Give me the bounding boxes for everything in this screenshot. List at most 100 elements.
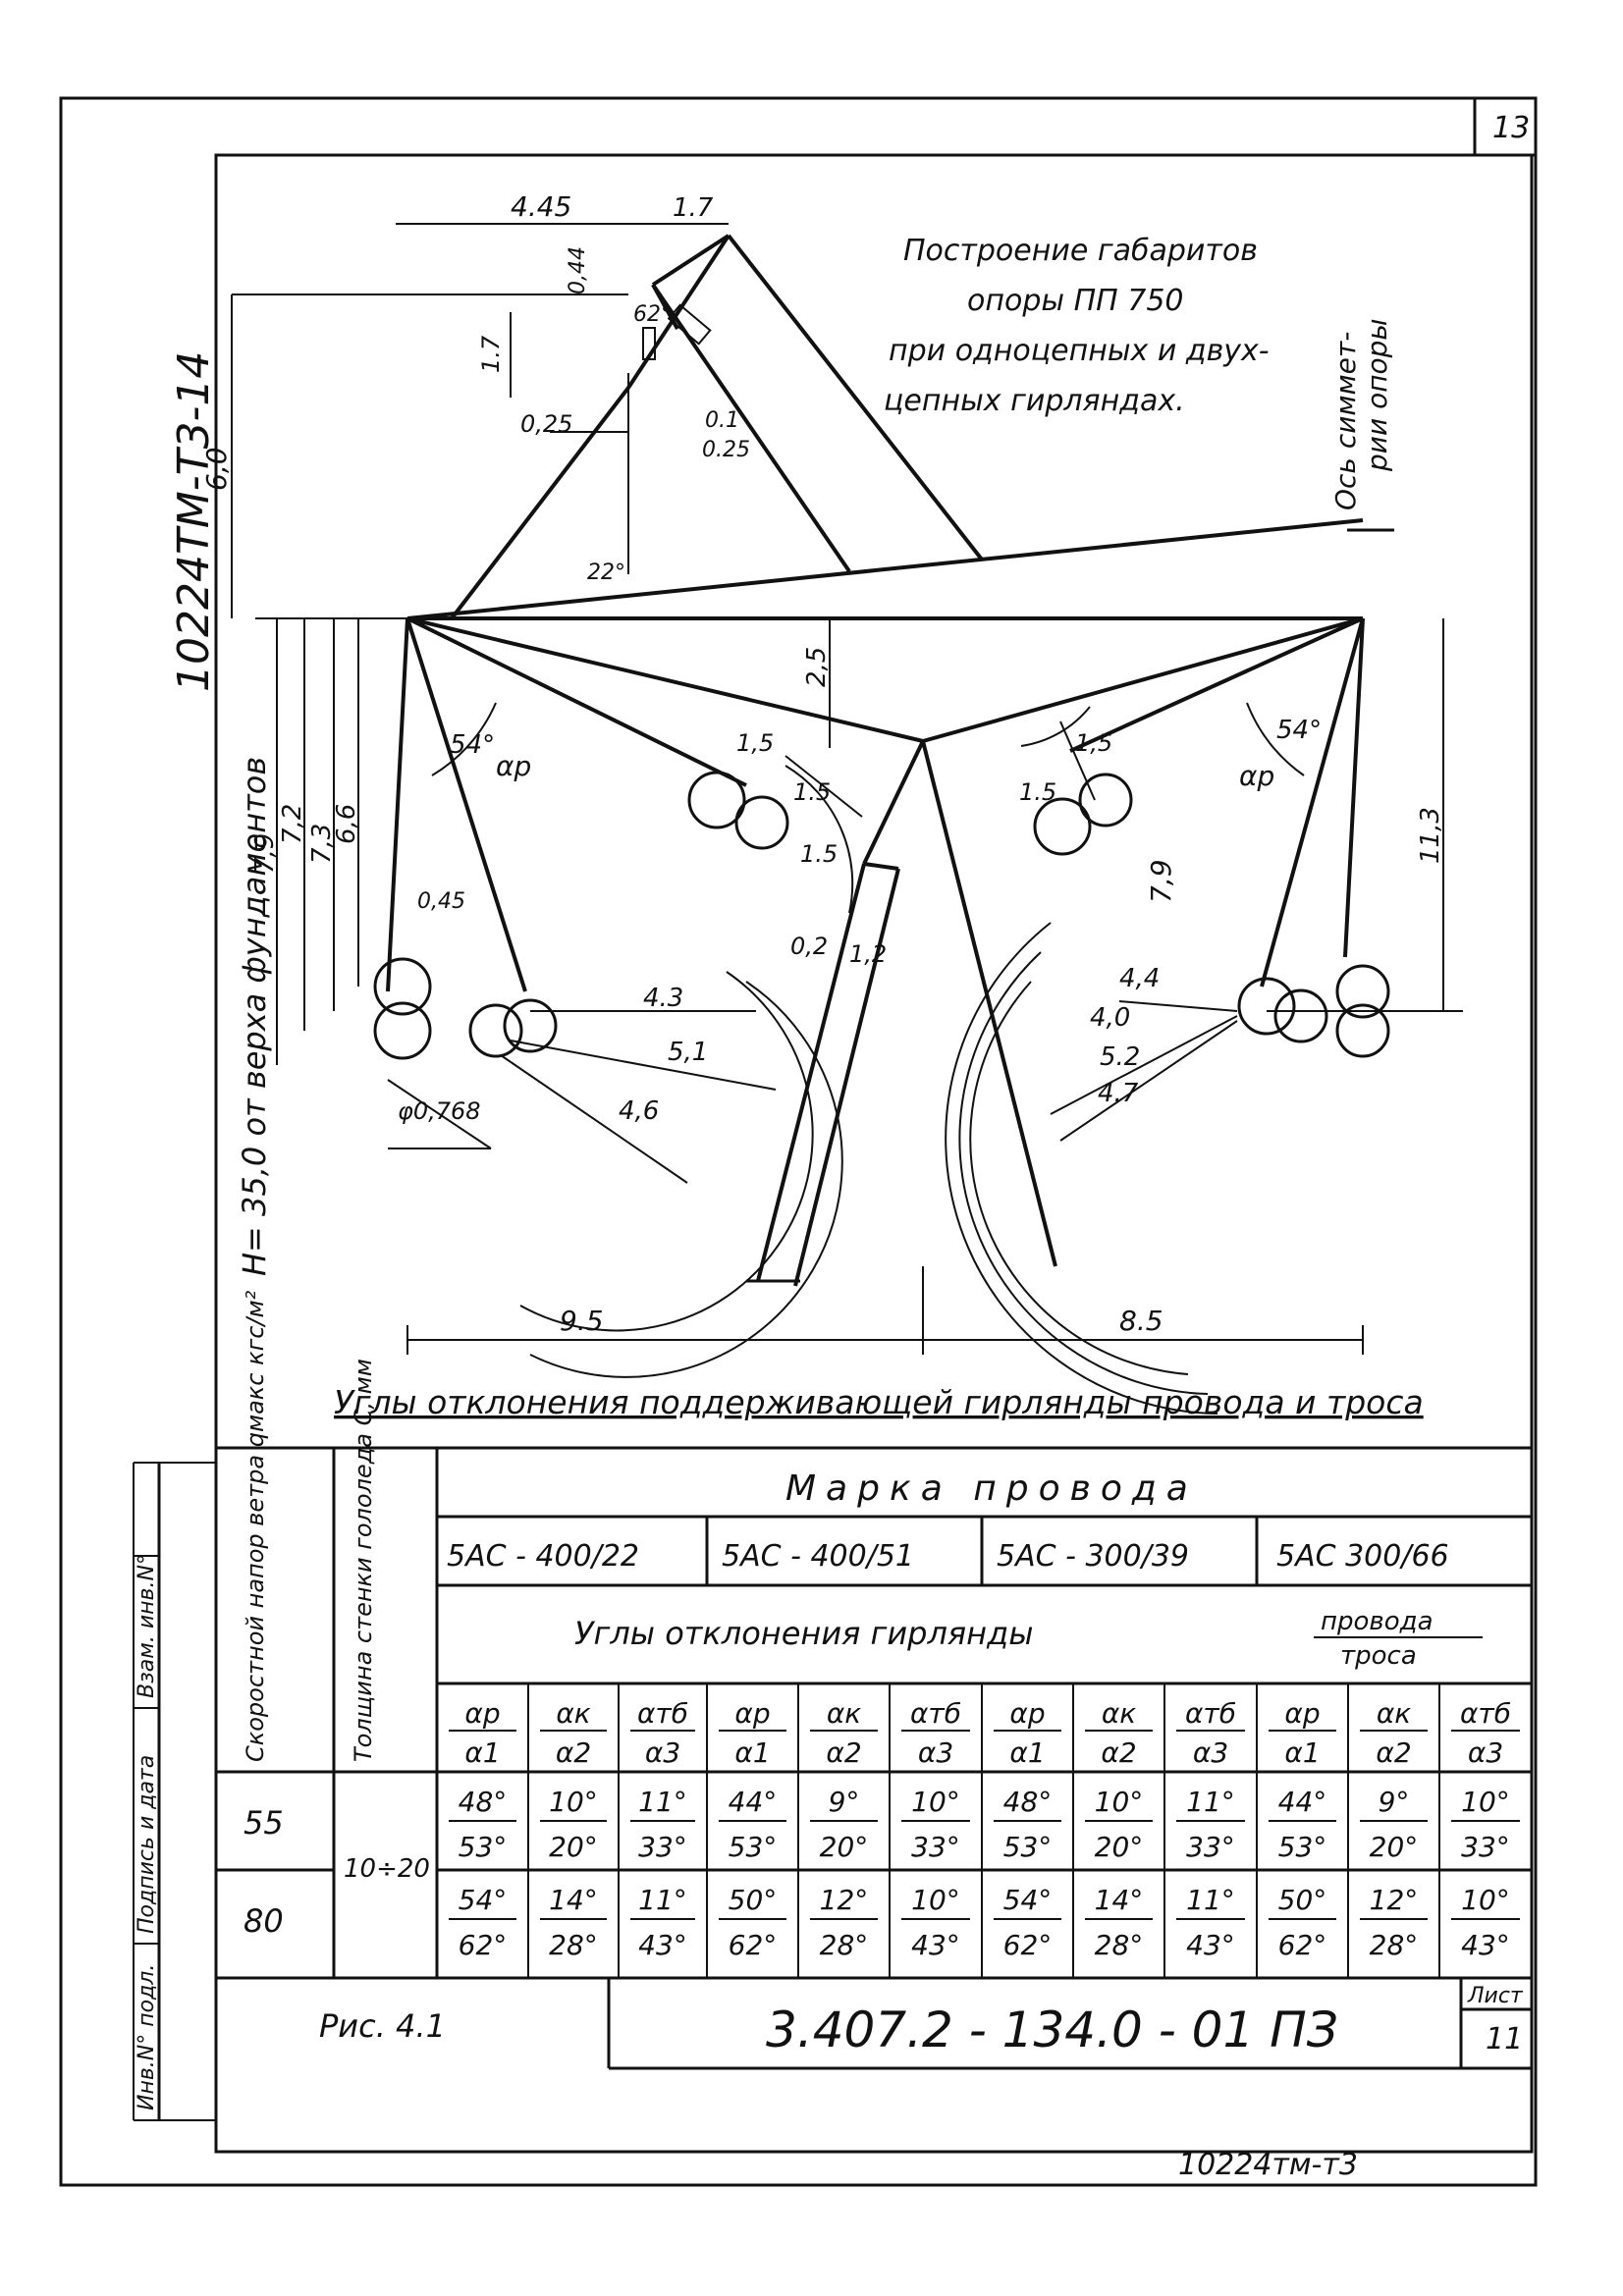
subhead-bottom-7: α2 <box>1101 1736 1136 1769</box>
sheet-frame <box>59 96 1538 2187</box>
dim-4-0: 4,0 <box>1090 1003 1130 1033</box>
dim-1-7-top: 1.7 <box>673 193 714 223</box>
cell-r0-c2-top: 11° <box>638 1786 687 1818</box>
cell-r1-c0-bottom: 62° <box>459 1929 508 1961</box>
subhead-bottom-1: α2 <box>556 1736 591 1769</box>
cell-r1-c6-bottom: 62° <box>1003 1929 1053 1961</box>
height-label: H= 35,0 от верха фундаментов <box>236 757 273 1276</box>
cell-r0-c11-bottom: 33° <box>1461 1831 1510 1863</box>
header-marka: Марка провода <box>785 1468 1198 1509</box>
cell-r1-c11-top: 10° <box>1461 1884 1510 1916</box>
dim-54-right: 54° <box>1276 716 1322 745</box>
title-line-4: цепных гирляндах. <box>884 384 1185 418</box>
cell-r0-c0-bottom: 53° <box>459 1831 508 1863</box>
legend-bottom: троса <box>1340 1641 1417 1671</box>
subhead-bottom-8: α3 <box>1193 1736 1228 1769</box>
cell-r1-c3-bottom: 62° <box>729 1929 778 1961</box>
ice-thickness: 10÷20 <box>344 1854 430 1884</box>
dimension-labels: 4.45 1.7 0,44 62° 1.7 6,0 0,25 0.1 0.25 … <box>200 190 1445 1337</box>
symmetry-axis-label: Ось симмет- рии опоры <box>1329 318 1393 510</box>
dim-7-9-right: 7,9 <box>1145 859 1177 903</box>
left-strip-labels: Инв.N° подл. Подпись и дата Взам. инв.N° <box>135 1554 159 2110</box>
dim-5-1: 5,1 <box>668 1038 708 1067</box>
cell-r1-c4-top: 12° <box>820 1884 869 1916</box>
cell-r0-c11-top: 10° <box>1461 1786 1510 1818</box>
dim-7-9-left: 7,9 <box>250 833 280 874</box>
subhead-top-2: αтб <box>637 1697 688 1730</box>
cell-r0-c9-top: 44° <box>1278 1786 1327 1818</box>
cell-r1-c3-top: 50° <box>729 1884 778 1916</box>
sheet-number: 11 <box>1486 2022 1523 2056</box>
subhead-bottom-0: α1 <box>464 1736 500 1769</box>
cell-r0-c3-bottom: 53° <box>729 1831 778 1863</box>
dim-9-5: 9.5 <box>560 1305 604 1337</box>
dim-4-6: 4,6 <box>619 1096 659 1126</box>
legend-top: провода <box>1321 1607 1434 1636</box>
strip-label-inv: Инв.N° подл. <box>135 1964 159 2110</box>
subhead-top-6: αр <box>1009 1697 1045 1730</box>
subhead-top-0: αр <box>464 1697 500 1730</box>
dim-0-1: 0.1 <box>705 408 739 433</box>
angles-table <box>214 1446 1534 1980</box>
subhead-top-11: αтб <box>1460 1697 1511 1730</box>
cell-r1-c2-top: 11° <box>638 1884 687 1916</box>
dim-54-left: 54° <box>450 730 495 760</box>
dim-4-7: 4.7 <box>1098 1079 1139 1108</box>
wire-1: 5АС - 400/22 <box>447 1539 639 1574</box>
title-block <box>607 1978 1532 2070</box>
cell-r0-c10-top: 9° <box>1379 1786 1410 1818</box>
axis-label-2: рии опоры <box>1361 318 1393 472</box>
row2-q: 80 <box>243 1902 284 1940</box>
strip-label-sign: Подпись и дата <box>135 1755 159 1934</box>
cell-r0-c7-top: 10° <box>1095 1786 1144 1818</box>
dim-6-6: 6,6 <box>332 804 361 844</box>
cell-r1-c0-top: 54° <box>459 1884 508 1916</box>
dim-8-5: 8.5 <box>1119 1305 1163 1337</box>
subhead-bottom-11: α3 <box>1468 1736 1503 1769</box>
cell-r1-c7-top: 14° <box>1095 1884 1144 1916</box>
dim-1-5-c: 1.5 <box>800 840 838 868</box>
header-ice: Толщина стенки гололеда C, мм <box>350 1359 377 1762</box>
dim-0-2: 0,2 <box>790 933 828 960</box>
cell-r1-c9-bottom: 62° <box>1278 1929 1327 1961</box>
table-subcol-lines <box>527 1683 1440 1978</box>
subhead-bottom-10: α2 <box>1376 1736 1411 1769</box>
cell-r0-c6-top: 48° <box>1003 1786 1053 1818</box>
subhead-top-7: αк <box>1102 1697 1136 1730</box>
tower-diagram <box>231 223 1463 1415</box>
document-code: 3.407.2 - 134.0 - 01 ПЗ <box>766 2002 1338 2058</box>
angles-title: Углы отклонения гирлянды <box>574 1615 1033 1652</box>
wire-4: 5АС 300/66 <box>1276 1539 1449 1574</box>
dim-11-3: 11,3 <box>1416 807 1445 864</box>
cell-r0-c4-bottom: 20° <box>820 1831 869 1863</box>
cell-r1-c10-top: 12° <box>1370 1884 1419 1916</box>
subhead-top-8: αтб <box>1185 1697 1236 1730</box>
cell-r1-c6-top: 54° <box>1003 1884 1053 1916</box>
dim-4-4: 4,4 <box>1119 964 1160 993</box>
dim-0-25-b: 0.25 <box>702 438 750 462</box>
subhead-bottom-4: α2 <box>826 1736 861 1769</box>
figure-label: Рис. 4.1 <box>319 2007 446 2045</box>
table-cells: 48°53°10°20°11°33°44°53°9°20°10°33°48°53… <box>449 1786 1520 1961</box>
cell-r1-c10-bottom: 28° <box>1370 1929 1419 1961</box>
cell-r0-c8-top: 11° <box>1186 1786 1235 1818</box>
dim-0-45: 0,45 <box>417 889 465 914</box>
subhead-top-4: αк <box>827 1697 861 1730</box>
cell-r0-c3-top: 44° <box>729 1786 778 1818</box>
cell-r0-c4-top: 9° <box>829 1786 860 1818</box>
dim-0-25-a: 0,25 <box>520 410 572 438</box>
cell-r1-c9-top: 50° <box>1278 1884 1327 1916</box>
cell-r1-c8-top: 11° <box>1186 1884 1235 1916</box>
cell-r1-c4-bottom: 28° <box>820 1929 869 1961</box>
dim-1-5-e: 1,5 <box>1075 729 1112 757</box>
cell-r1-c2-bottom: 43° <box>638 1929 687 1961</box>
cell-r1-c5-bottom: 43° <box>911 1929 960 1961</box>
row1-q: 55 <box>243 1804 284 1842</box>
angles-caption: Углы отклонения поддерживающей гирлянды … <box>334 1383 1424 1421</box>
dim-1-5-a: 1,5 <box>736 729 774 757</box>
cell-r0-c0-top: 48° <box>459 1786 508 1818</box>
subhead-bottom-5: α3 <box>918 1736 953 1769</box>
subhead-top-3: αр <box>734 1697 770 1730</box>
cell-r1-c1-bottom: 28° <box>549 1929 598 1961</box>
wire-3: 5АС - 300/39 <box>997 1539 1189 1574</box>
